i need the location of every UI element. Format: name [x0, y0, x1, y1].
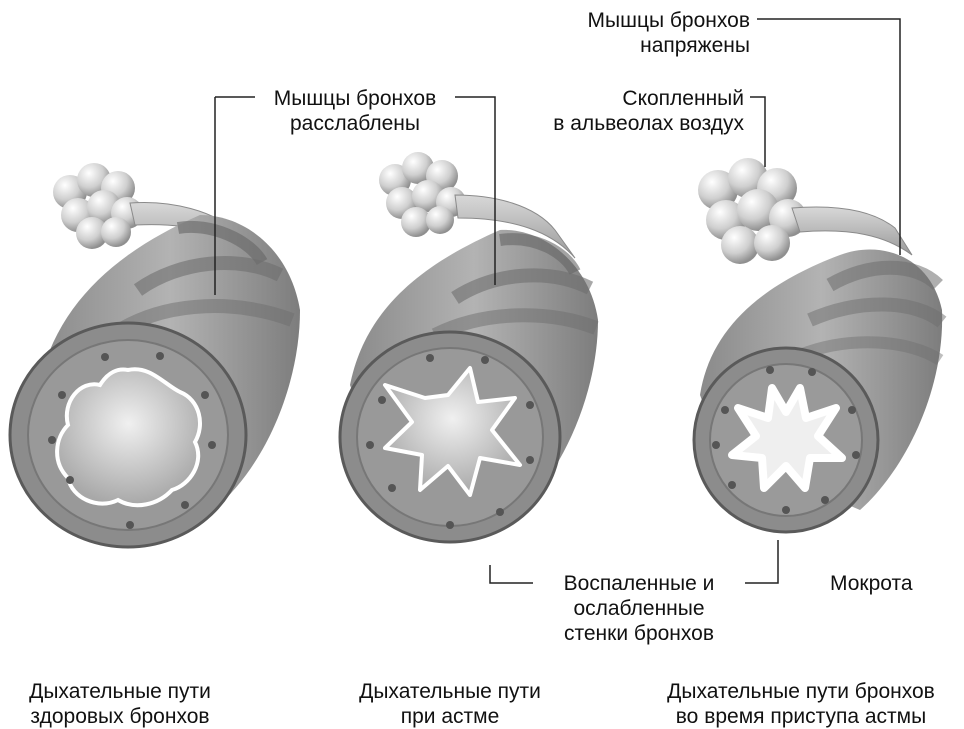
caption-line: во время приступа астмы	[640, 704, 962, 729]
healthy-bronchus	[10, 163, 300, 547]
label-line: напряжены	[520, 33, 750, 58]
attack-bronchus	[694, 158, 942, 532]
label-line: Мышцы бронхов	[520, 8, 750, 33]
caption-asthma: Дыхательные пути при астме	[330, 679, 570, 729]
inflamed-walls-label: Воспаленные и ослабленные стенки бронхов	[533, 571, 745, 646]
caption-line: при астме	[330, 704, 570, 729]
label-line: Воспаленные и	[533, 571, 745, 596]
caption-attack: Дыхательные пути бронхов во время присту…	[640, 679, 962, 729]
caption-line: Дыхательные пути бронхов	[640, 679, 962, 704]
alveoli-cluster	[53, 163, 143, 249]
caption-line: здоровых бронхов	[0, 704, 240, 729]
label-line: стенки бронхов	[533, 621, 745, 646]
label-line: в альвеолах воздух	[520, 111, 744, 136]
alveoli-cluster	[379, 152, 466, 237]
label-line: расслаблены	[255, 111, 455, 136]
muscles-tense-label: Мышцы бронхов напряжены	[520, 8, 750, 58]
caption-line: Дыхательные пути	[330, 679, 570, 704]
muscles-relaxed-label: Мышцы бронхов расслаблены	[255, 86, 455, 136]
label-line: ослабленные	[533, 596, 745, 621]
airway-lumen	[57, 369, 200, 505]
label-line: Скопленный	[520, 86, 744, 111]
label-line: Мышцы бронхов	[255, 86, 455, 111]
mucus-label: Мокрота	[830, 571, 913, 596]
caption-line: Дыхательные пути	[0, 679, 240, 704]
trapped-air-label: Скопленный в альвеолах воздух	[520, 86, 744, 136]
asthma-bronchus	[340, 152, 598, 542]
caption-healthy: Дыхательные пути здоровых бронхов	[0, 679, 240, 729]
alveoli-cluster	[698, 158, 807, 264]
